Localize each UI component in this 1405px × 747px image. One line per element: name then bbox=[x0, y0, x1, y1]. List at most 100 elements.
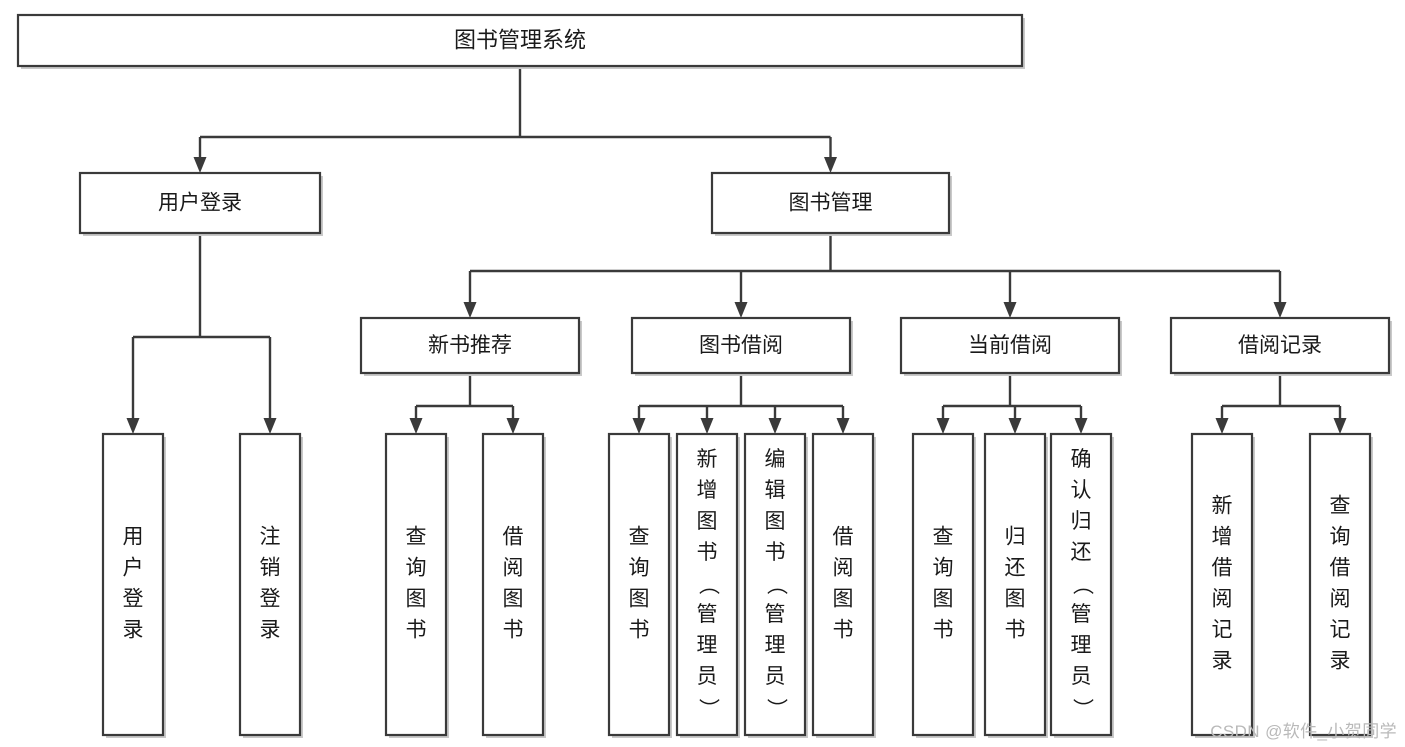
node-box-leaf-add-record[interactable] bbox=[1190, 432, 1254, 737]
connector-group-current-borrow bbox=[936, 373, 1088, 434]
svg-text:用: 用 bbox=[123, 526, 144, 549]
connector-group-new-book-rec bbox=[409, 373, 520, 434]
connector-group-book-borrow bbox=[632, 373, 850, 434]
node-box-leaf-query-book-1[interactable] bbox=[384, 432, 448, 737]
node-box-leaf-edit-book[interactable] bbox=[743, 432, 807, 737]
connector-group-book-manage bbox=[463, 233, 1287, 318]
node-box-new-book-rec[interactable] bbox=[359, 316, 581, 375]
node-current-borrow[interactable]: 当前借阅 bbox=[899, 316, 1122, 376]
svg-text:查: 查 bbox=[406, 526, 427, 549]
svg-text:阅: 阅 bbox=[1212, 588, 1233, 611]
svg-text:登: 登 bbox=[123, 588, 144, 611]
node-label-book-borrow: 图书借阅 bbox=[699, 334, 783, 357]
svg-text:归: 归 bbox=[1005, 526, 1026, 549]
svg-text:还: 还 bbox=[1071, 541, 1092, 564]
svg-text:借: 借 bbox=[1330, 557, 1351, 580]
svg-text:书: 书 bbox=[503, 619, 524, 642]
node-label-borrow-record: 借阅记录 bbox=[1238, 334, 1322, 357]
watermark-label: CSDN @软件_小贺同学 bbox=[1210, 722, 1397, 741]
svg-text:书: 书 bbox=[406, 619, 427, 642]
node-label-user-login: 用户登录 bbox=[158, 192, 242, 215]
svg-text:图: 图 bbox=[406, 588, 427, 611]
svg-text:询: 询 bbox=[406, 557, 427, 580]
node-box-leaf-user-login[interactable] bbox=[101, 432, 165, 737]
svg-text:书: 书 bbox=[933, 619, 954, 642]
svg-text:书: 书 bbox=[697, 541, 718, 564]
node-root[interactable]: 图书管理系统 bbox=[16, 13, 1025, 69]
svg-text:员: 员 bbox=[697, 665, 718, 688]
node-box-leaf-borrow-book-2[interactable] bbox=[811, 432, 875, 737]
svg-text:图: 图 bbox=[629, 588, 650, 611]
node-box-leaf-borrow-book-1[interactable] bbox=[481, 432, 545, 737]
svg-text:借: 借 bbox=[833, 526, 854, 549]
connector-group-borrow-record bbox=[1215, 373, 1347, 434]
svg-text:询: 询 bbox=[629, 557, 650, 580]
svg-text:确: 确 bbox=[1071, 448, 1092, 471]
svg-text:理: 理 bbox=[1071, 634, 1092, 657]
svg-text:认: 认 bbox=[1071, 479, 1092, 502]
svg-text:阅: 阅 bbox=[1330, 588, 1351, 611]
svg-text:（: （ bbox=[764, 574, 787, 595]
node-box-current-borrow[interactable] bbox=[899, 316, 1121, 375]
svg-text:图: 图 bbox=[833, 588, 854, 611]
svg-text:登: 登 bbox=[260, 588, 281, 611]
node-leaf-user-login[interactable]: 用户登录 bbox=[101, 432, 166, 738]
svg-text:管: 管 bbox=[697, 603, 718, 626]
node-box-leaf-query-record[interactable] bbox=[1308, 432, 1372, 737]
svg-text:记: 记 bbox=[1212, 619, 1233, 642]
node-borrow-record[interactable]: 借阅记录 bbox=[1169, 316, 1392, 376]
svg-text:（: （ bbox=[696, 574, 719, 595]
svg-text:阅: 阅 bbox=[503, 557, 524, 580]
node-box-user-login[interactable] bbox=[78, 171, 322, 235]
svg-text:编: 编 bbox=[765, 448, 786, 471]
svg-text:（: （ bbox=[1070, 574, 1093, 595]
svg-text:图: 图 bbox=[697, 510, 718, 533]
node-box-leaf-return-book[interactable] bbox=[983, 432, 1047, 737]
svg-text:书: 书 bbox=[629, 619, 650, 642]
node-box-borrow-record[interactable] bbox=[1169, 316, 1391, 375]
connector-group-root bbox=[193, 66, 837, 173]
node-box-leaf-query-book-2[interactable] bbox=[607, 432, 671, 737]
node-box-leaf-query-book-3[interactable] bbox=[911, 432, 975, 737]
node-box-root[interactable] bbox=[16, 13, 1024, 68]
node-box-book-manage[interactable] bbox=[710, 171, 951, 235]
svg-text:户: 户 bbox=[123, 557, 144, 580]
svg-text:询: 询 bbox=[933, 557, 954, 580]
svg-text:图: 图 bbox=[503, 588, 524, 611]
svg-text:书: 书 bbox=[833, 619, 854, 642]
node-box-leaf-add-book[interactable] bbox=[675, 432, 739, 737]
connector-layer bbox=[126, 66, 1347, 434]
node-new-book-rec[interactable]: 新书推荐 bbox=[359, 316, 582, 376]
node-book-manage[interactable]: 图书管理 bbox=[710, 171, 952, 236]
node-box-leaf-confirm-return[interactable] bbox=[1049, 432, 1113, 737]
node-user-login[interactable]: 用户登录 bbox=[78, 171, 323, 236]
svg-text:查: 查 bbox=[1330, 495, 1351, 518]
svg-text:借: 借 bbox=[503, 526, 524, 549]
node-book-borrow[interactable]: 图书借阅 bbox=[630, 316, 853, 376]
node-box-book-borrow[interactable] bbox=[630, 316, 852, 375]
svg-text:注: 注 bbox=[260, 526, 281, 549]
svg-text:录: 录 bbox=[260, 619, 281, 642]
node-box-leaf-logout[interactable] bbox=[238, 432, 302, 737]
svg-text:录: 录 bbox=[1212, 650, 1233, 673]
svg-text:增: 增 bbox=[697, 479, 718, 502]
svg-text:员: 员 bbox=[765, 665, 786, 688]
